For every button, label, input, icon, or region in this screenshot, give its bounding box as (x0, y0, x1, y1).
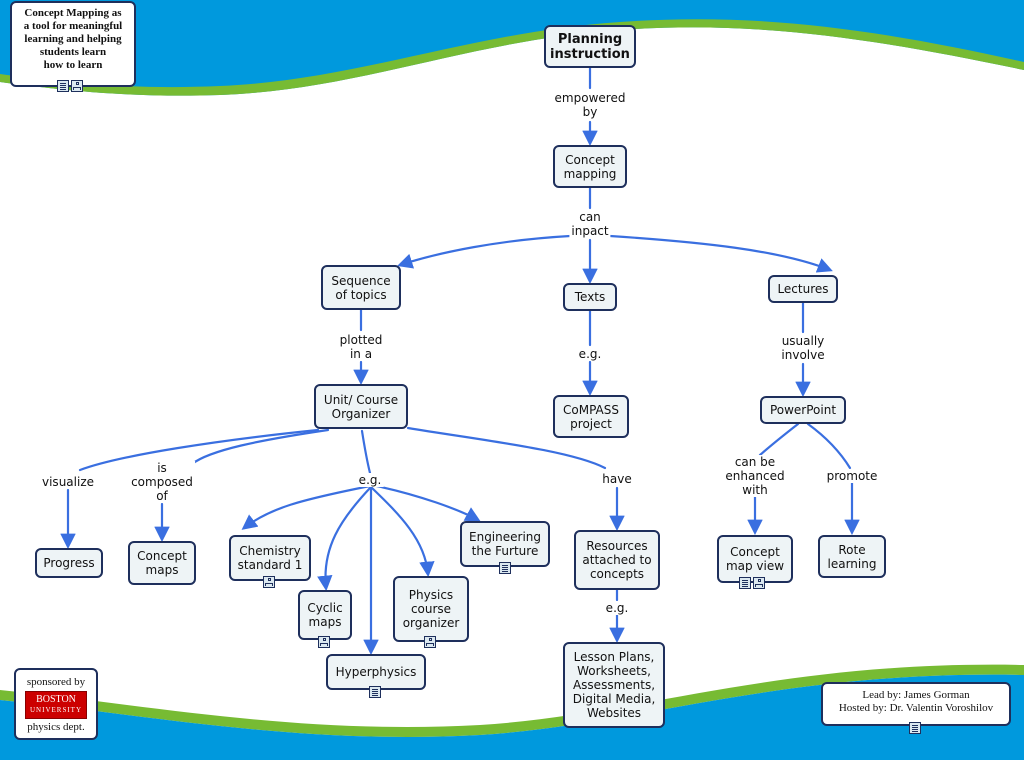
edge-unit-to-have (406, 426, 607, 470)
physics-icons (424, 636, 436, 648)
node-label: Chemistry standard 1 (237, 544, 303, 572)
edge-eg-to-cyclic (317, 486, 372, 592)
node-label: Lesson Plans, Worksheets, Assessments, D… (572, 650, 656, 720)
node-texts[interactable]: Texts (563, 283, 617, 311)
sponsor-box: sponsored by BOSTON UNIVERSITY physics d… (14, 668, 98, 740)
edge-eg-to-physics (370, 486, 435, 578)
node-label: CoMPASS project (563, 402, 619, 431)
node-unit-course-organizer[interactable]: Unit/ Course Organizer (314, 384, 408, 429)
node-label: Progress (43, 556, 95, 570)
edge-can-inpact-to-lectures (608, 234, 833, 273)
title-box: Concept Mapping as a tool for meaningful… (10, 1, 136, 87)
doc-icon[interactable] (369, 686, 381, 698)
node-physics-course-organizer[interactable]: Physics course organizer (393, 576, 469, 642)
node-concept-maps[interactable]: Concept maps (128, 541, 196, 585)
edge-can-inpact-to-sequence (397, 234, 572, 269)
node-cyclic-maps[interactable]: Cyclic maps (298, 590, 352, 640)
logo-main-text: BOSTON (36, 694, 76, 705)
engineering-icons (499, 562, 511, 574)
edge-unit-to-visualize (78, 428, 320, 472)
link-usually-involve: usually involve (779, 334, 827, 362)
grass-band-bottom (0, 664, 1024, 737)
link-eg-resources: e.g. (603, 601, 631, 615)
node-compass-project[interactable]: CoMPASS project (553, 395, 629, 438)
water-band (0, 674, 1024, 760)
node-label: Unit/ Course Organizer (323, 392, 399, 421)
doc-icon[interactable] (739, 577, 751, 589)
node-powerpoint[interactable]: PowerPoint (760, 396, 846, 424)
grass-band-top (0, 19, 1024, 96)
node-label: Cyclic maps (307, 601, 343, 629)
credits-host: Hosted by: Dr. Valentin Voroshilov (838, 702, 994, 714)
title-icons (57, 80, 83, 92)
node-label: Planning instruction (550, 31, 630, 62)
node-label: Sequence of topics (331, 273, 391, 302)
doc-icon[interactable] (909, 722, 921, 734)
credits-lead: Lead by: James Gorman (862, 689, 970, 701)
map-icon[interactable] (263, 576, 275, 588)
node-label: Rote learning (827, 542, 877, 571)
map-icon[interactable] (753, 577, 765, 589)
link-plotted-in-a: plotted in a (337, 333, 385, 361)
title-text: Concept Mapping as a tool for meaningful… (23, 7, 123, 71)
chemistry-icons (263, 576, 275, 588)
node-label: Concept mapping (563, 152, 617, 181)
node-resources-attached-to-concepts[interactable]: Resources attached to concepts (574, 530, 660, 590)
node-lesson-plans[interactable]: Lesson Plans, Worksheets, Assessments, D… (563, 642, 665, 728)
node-hyperphysics[interactable]: Hyperphysics (326, 654, 426, 690)
boston-university-logo: BOSTON UNIVERSITY (25, 691, 87, 719)
edge-unit-to-composed (190, 428, 330, 466)
node-sequence-of-topics[interactable]: Sequence of topics (321, 265, 401, 310)
map-icon[interactable] (318, 636, 330, 648)
credits-box: Lead by: James Gorman Hosted by: Dr. Val… (821, 682, 1011, 726)
node-label: Concept map view (725, 545, 785, 573)
map-icon[interactable] (71, 80, 83, 92)
link-can-inpact: can inpact (569, 210, 611, 238)
node-label: Concept maps (137, 549, 187, 577)
node-concept-mapping[interactable]: Concept mapping (553, 145, 627, 188)
doc-icon[interactable] (499, 562, 511, 574)
node-label: Lectures (777, 282, 829, 296)
node-label: Resources attached to concepts (582, 539, 652, 581)
link-eg-unit: e.g. (356, 473, 384, 487)
node-progress[interactable]: Progress (35, 548, 103, 578)
link-have: have (600, 472, 634, 486)
edge-unit-to-eg (360, 429, 372, 475)
node-label: Texts (574, 290, 606, 304)
doc-icon[interactable] (57, 80, 69, 92)
edge-powerpoint-to-enhanced (758, 422, 800, 457)
node-label: PowerPoint (769, 403, 837, 417)
link-eg-texts: e.g. (576, 347, 604, 361)
credits-icons (909, 722, 921, 734)
cmap-view-icons (739, 577, 765, 589)
edge-eg-to-chemistry (241, 484, 372, 530)
hyperphysics-icons (369, 686, 381, 698)
node-engineering-the-furture[interactable]: Engineering the Furture (460, 521, 550, 567)
sponsor-top-text: sponsored by (26, 676, 86, 688)
link-is-composed-of: is composed of (129, 461, 195, 503)
map-icon[interactable] (424, 636, 436, 648)
link-empowered-by: empowered by (552, 91, 628, 119)
node-label: Hyperphysics (335, 665, 417, 679)
logo-sub-text: UNIVERSITY (30, 706, 82, 714)
sponsor-bottom-text: physics dept. (27, 721, 85, 733)
node-rote-learning[interactable]: Rote learning (818, 535, 886, 578)
node-concept-map-view[interactable]: Concept map view (717, 535, 793, 583)
node-planning-instruction[interactable]: Planning instruction (544, 25, 636, 68)
edge-powerpoint-to-promote (806, 422, 852, 470)
link-visualize: visualize (40, 475, 96, 489)
edge-eg-to-engineering (370, 483, 481, 522)
node-label: Physics course organizer (402, 588, 460, 630)
link-can-be-enhanced-with: can be enhanced with (723, 455, 787, 497)
cyclic-icons (318, 636, 330, 648)
link-promote: promote (824, 469, 880, 483)
node-chemistry-standard-1[interactable]: Chemistry standard 1 (229, 535, 311, 581)
node-label: Engineering the Furture (469, 530, 541, 558)
node-lectures[interactable]: Lectures (768, 275, 838, 303)
